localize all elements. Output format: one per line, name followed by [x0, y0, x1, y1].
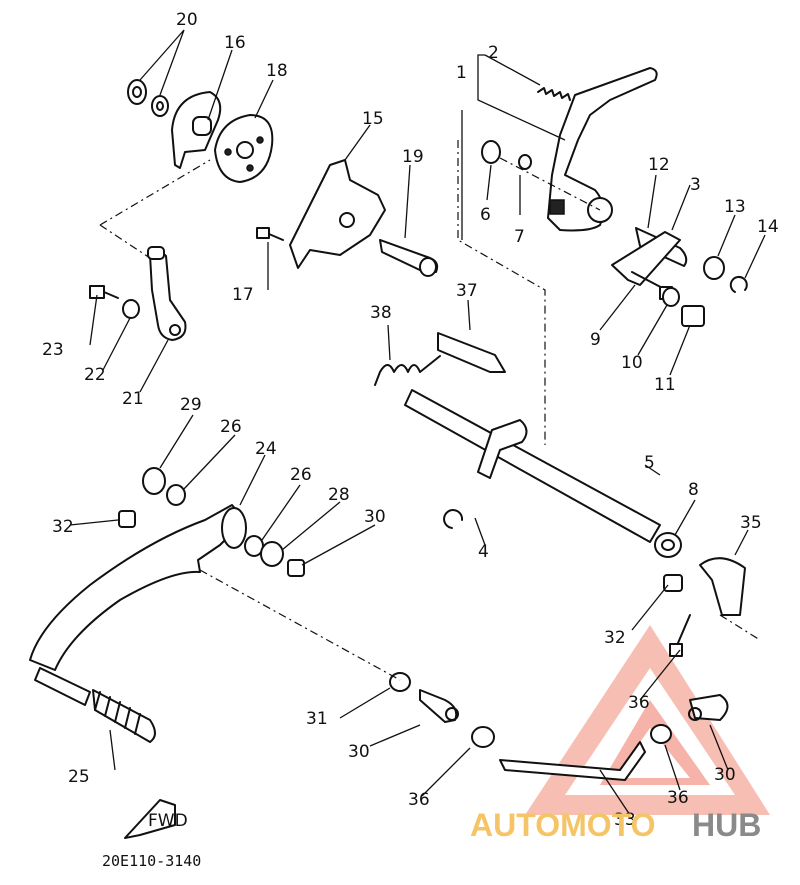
label-4: 4 [478, 542, 489, 562]
label-28: 29 [180, 395, 202, 415]
rod-end-30b [688, 694, 729, 721]
lever-3 [611, 231, 681, 286]
label-24: 24 [255, 439, 277, 459]
label-7: 7 [514, 227, 525, 247]
bolt-35 [669, 614, 691, 657]
fwd-badge [124, 799, 176, 839]
label-9: 9 [590, 330, 601, 350]
label-20a: 20 [176, 10, 198, 30]
label-36a: 36 [408, 790, 430, 810]
footrest-25 [92, 689, 156, 743]
center-line-2 [99, 224, 151, 259]
washer-20b [151, 95, 169, 117]
label-10: 10 [621, 353, 643, 373]
label-16: 16 [224, 33, 246, 53]
clip-7 [518, 154, 532, 170]
label-14: 14 [757, 217, 779, 237]
bracket-15 [289, 159, 386, 269]
label-36b: 36 [667, 788, 689, 808]
washer-13 [703, 256, 725, 280]
label-30a: 30 [348, 742, 370, 762]
label-1: 1 [456, 63, 467, 83]
label-32a: 32 [52, 517, 74, 537]
label-5: 5 [644, 453, 655, 473]
washer-22 [122, 299, 140, 319]
nut-36a [471, 726, 495, 748]
leader-lines [69, 29, 766, 816]
label-25: 25 [68, 767, 90, 787]
label-18: 18 [266, 61, 288, 81]
label-37: 37 [456, 281, 478, 301]
clip-14 [729, 275, 748, 293]
plate-18 [214, 114, 274, 183]
center-line-6 [719, 614, 761, 641]
center-line-4 [499, 157, 601, 211]
label-6: 6 [480, 205, 491, 225]
shaft-5 [404, 389, 661, 543]
spring-2 [537, 87, 571, 101]
washer-27 [260, 541, 284, 567]
washer-6 [481, 140, 501, 164]
label-21: 21 [122, 389, 144, 409]
bolt-23 [89, 285, 119, 299]
nut-32a [118, 510, 136, 528]
label-26a: 26 [220, 417, 242, 437]
pedal-24 [29, 504, 247, 706]
label-35: 36 [628, 693, 650, 713]
rod-33 [499, 741, 646, 781]
nut-32b [663, 574, 683, 592]
nut-36b [650, 724, 672, 744]
washer-28 [142, 467, 166, 495]
arm-21 [147, 246, 187, 341]
center-line-3 [457, 140, 546, 445]
label-26b: 26 [290, 465, 312, 485]
watermark-logo [525, 625, 770, 815]
label-17: 17 [232, 285, 254, 305]
label-31: 31 [306, 709, 328, 729]
label-38: 38 [370, 303, 392, 323]
label-34: 35 [740, 513, 762, 533]
label-27: 28 [328, 485, 350, 505]
shaft-19 [379, 239, 439, 277]
rod-end-30a [419, 689, 459, 723]
label-32b: 32 [604, 628, 626, 648]
bolt-17 [256, 227, 284, 241]
ring-26a [166, 484, 186, 506]
fwd-label: FWD [148, 811, 188, 831]
nut-29 [287, 559, 305, 577]
label-8: 8 [688, 480, 699, 500]
label-22: 22 [84, 365, 106, 385]
plate-16 [171, 91, 222, 169]
label-12: 12 [648, 155, 670, 175]
label-15: 15 [362, 109, 384, 129]
label-19: 19 [402, 147, 424, 167]
center-line-5 [199, 569, 401, 681]
label-2: 2 [488, 43, 499, 63]
part-code: 20E110-3140 [102, 852, 201, 870]
center-line-1 [99, 159, 211, 226]
label-30b: 30 [714, 765, 736, 785]
seal-8 [654, 532, 682, 558]
lever-1 [547, 67, 658, 232]
label-23: 23 [42, 340, 64, 360]
watermark-text-automoto: AUTOMOTO [470, 807, 655, 843]
washer-20a [127, 79, 147, 105]
bracket-34 [699, 557, 746, 616]
nut-11 [681, 305, 705, 327]
label-3: 3 [690, 175, 701, 195]
pin-37 [437, 332, 506, 373]
watermark-text-hub: HUB [692, 807, 761, 843]
washer-10 [662, 287, 680, 307]
label-13: 13 [724, 197, 746, 217]
label-33: 33 [614, 810, 636, 830]
clip-4 [443, 509, 464, 529]
label-29: 30 [364, 507, 386, 527]
spring-38 [374, 355, 441, 386]
label-11: 11 [654, 375, 676, 395]
